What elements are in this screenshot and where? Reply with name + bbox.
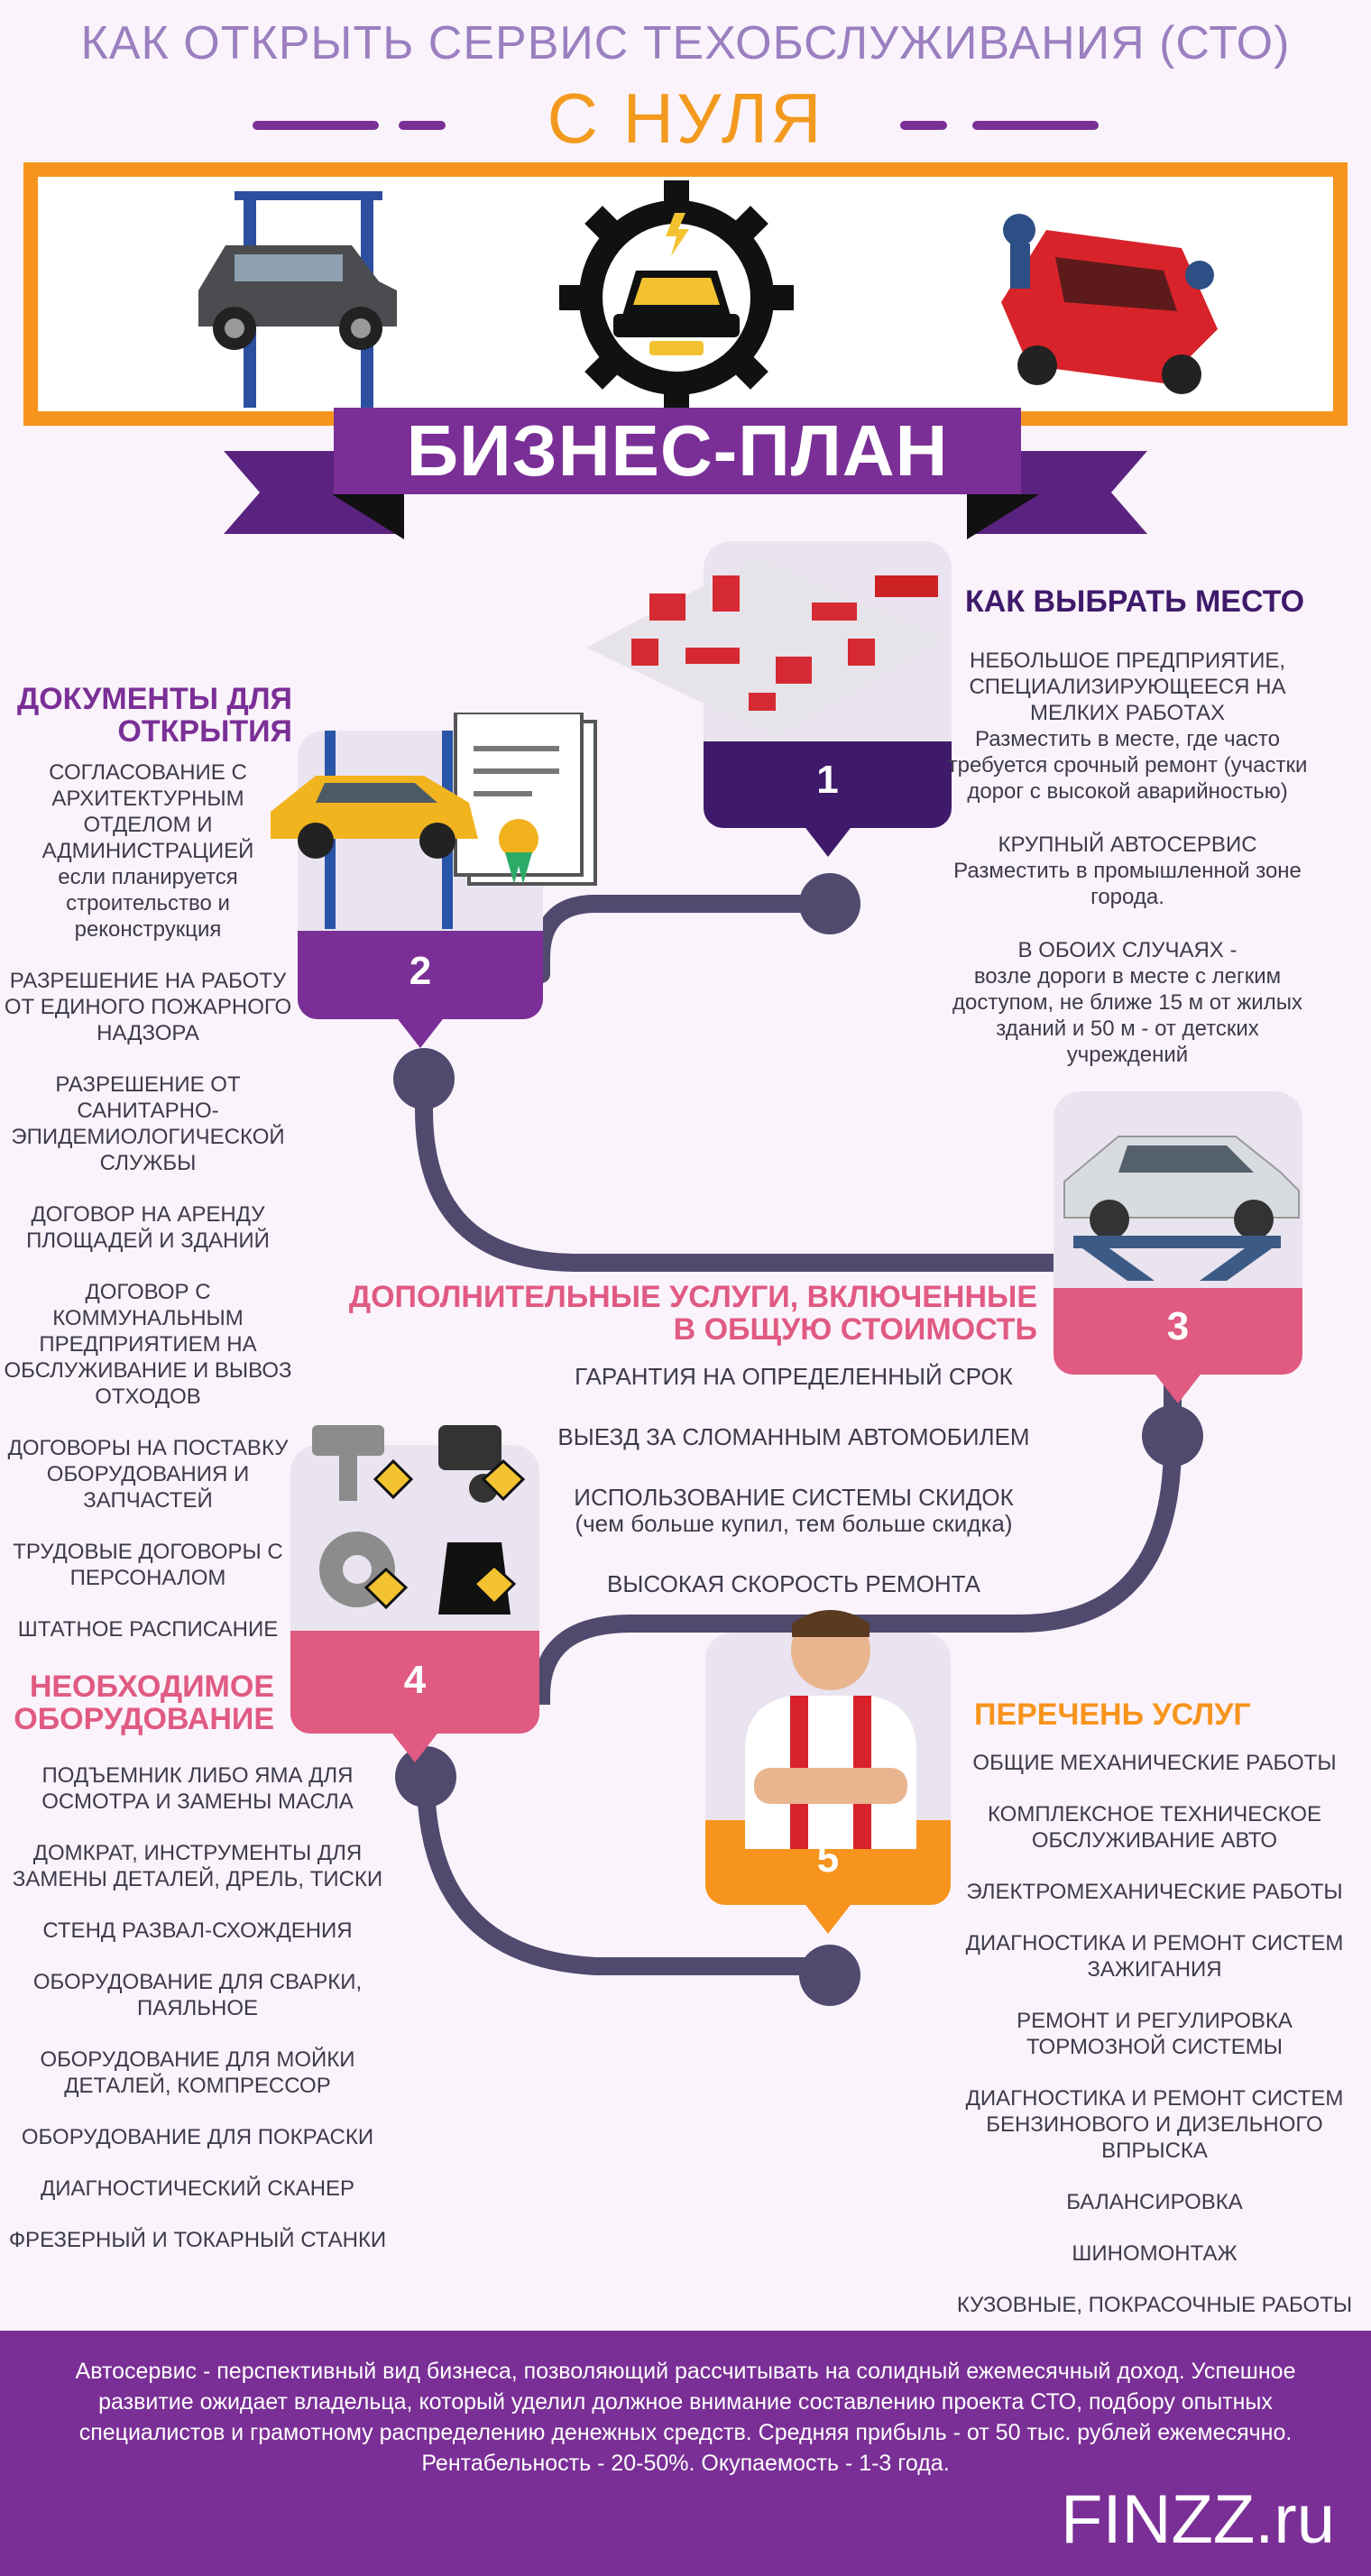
step3-text: ГАРАНТИЯ НА ОПРЕДЕЛЕННЫЙ СРОК ВЫЕЗД ЗА С… xyxy=(541,1364,1046,1597)
step2-item: ДОГОВОР НА АРЕНДУ ПЛОЩАДЕЙ И ЗДАНИЙ xyxy=(26,1202,270,1253)
step2-item: ТРУДОВЫЕ ДОГОВОРЫ С ПЕРСОНАЛОМ xyxy=(13,1540,283,1590)
car-lift-image xyxy=(198,191,397,408)
tools-icons-image xyxy=(312,1425,526,1615)
step1-item: НЕБОЛЬШОЕ ПРЕДПРИЯТИЕ, СПЕЦИАЛИЗИРУЮЩЕЕС… xyxy=(969,649,1286,725)
step3-item: ИСПОЛЬЗОВАНИЕ СИСТЕМЫ СКИДОК xyxy=(574,1484,1014,1511)
deco-line xyxy=(399,121,446,130)
title-line2: С НУЛЯ xyxy=(547,78,824,158)
step5-item: ДИАГНОСТИКА И РЕМОНТ СИСТЕМ ЗАЖИГАНИЯ xyxy=(965,1931,1344,1982)
step1-item: Разместить в месте, где часто требуется … xyxy=(947,727,1308,804)
deco-line xyxy=(900,121,947,130)
step5-title: ПЕРЕЧЕНЬ УСЛУГ xyxy=(974,1697,1251,1732)
step5-item: ЭЛЕКТРОМЕХАНИЧЕСКИЕ РАБОТЫ xyxy=(966,1880,1343,1904)
step4-item: ФРЕЗЕРНЫЙ И ТОКАРНЫЙ СТАНКИ xyxy=(8,2228,387,2252)
banner-title: БИЗНЕС-ПЛАН xyxy=(334,408,1021,494)
step4-text: ПОДЪЕМНИК ЛИБО ЯМА ДЛЯ ОСМОТРА И ЗАМЕНЫ … xyxy=(4,1762,391,2253)
step4-item: ДОМКРАТ, ИНСТРУМЕНТЫ ДЛЯ ЗАМЕНЫ ДЕТАЛЕЙ,… xyxy=(12,1841,383,1891)
step1-text: НЕБОЛЬШОЕ ПРЕДПРИЯТИЕ, СПЕЦИАЛИЗИРУЮЩЕЕС… xyxy=(947,648,1308,1068)
step1-number: 1 xyxy=(816,758,839,802)
step2-text: СОГЛАСОВАНИЕ С АРХИТЕКТУРНЫМ ОТДЕЛОМ И А… xyxy=(4,759,292,1642)
silver-car-image xyxy=(1063,1136,1300,1281)
crash-car-image xyxy=(1001,214,1218,394)
step2-item: СОГЛАСОВАНИЕ С АРХИТЕКТУРНЫМ ОТДЕЛОМ И А… xyxy=(41,760,254,863)
step1-item: В ОБОИХ СЛУЧАЯХ - xyxy=(1017,938,1238,962)
step3-title: ДОПОЛНИТЕЛЬНЫЕ УСЛУГИ, ВКЛЮЧЕННЫЕ В ОБЩУ… xyxy=(348,1280,1037,1347)
step1-item: возле дороги в месте с легким доступом, … xyxy=(952,964,1302,1067)
step4-number: 4 xyxy=(403,1658,427,1702)
step2-item: ДОГОВОРЫ НА ПОСТАВКУ ОБОРУДОВАНИЯ И ЗАПЧ… xyxy=(7,1436,289,1513)
deco-line xyxy=(972,121,1099,130)
step1-item: Разместить в промышленной зоне города. xyxy=(953,859,1302,909)
car-lift-documents-image xyxy=(271,713,597,929)
step4-title: НЕОБХОДИМОЕ ОБОРУДОВАНИЕ xyxy=(14,1670,274,1736)
step1-item: КРУПНЫЙ АВТОСЕРВИС xyxy=(998,833,1257,857)
step5-text: ОБЩИЕ МЕХАНИЧЕСКИЕ РАБОТЫ КОМПЛЕКСНОЕ ТЕ… xyxy=(956,1750,1353,2318)
step5-item: РЕМОНТ И РЕГУЛИРОВКА ТОРМОЗНОЙ СИСТЕМЫ xyxy=(1017,2009,1293,2059)
step4-item: ДИАГНОСТИЧЕСКИЙ СКАНЕР xyxy=(40,2176,355,2201)
step3-item: ВЫЕЗД ЗА СЛОМАННЫМ АВТОМОБИЛЕМ xyxy=(557,1423,1030,1450)
step2-item: если планируется строительство и реконст… xyxy=(58,865,238,942)
step5-item: ДИАГНОСТИКА И РЕМОНТ СИСТЕМ БЕНЗИНОВОГО … xyxy=(965,2086,1344,2163)
service-station-image xyxy=(586,557,947,738)
step2-number: 2 xyxy=(409,949,432,993)
car-gear-icon xyxy=(559,180,794,415)
step2-item: РАЗРЕШЕНИЕ НА РАБОТУ ОТ ЕДИНОГО ПОЖАРНОГ… xyxy=(4,969,292,1045)
brand-logo: FINZZ.ru xyxy=(1061,2481,1335,2558)
step3-item: ВЫСОКАЯ СКОРОСТЬ РЕМОНТА xyxy=(607,1570,980,1597)
step4-item: ОБОРУДОВАНИЕ ДЛЯ СВАРКИ, ПАЯЛЬНОЕ xyxy=(32,1970,363,2020)
step3-item: ГАРАНТИЯ НА ОПРЕДЕЛЕННЫЙ СРОК xyxy=(575,1363,1013,1390)
step3-item: (чем больше купил, тем больше скидка) xyxy=(575,1510,1013,1537)
step5-item: ШИНОМОНТАЖ xyxy=(1072,2241,1238,2266)
step5-item: ОБЩИЕ МЕХАНИЧЕСКИЕ РАБОТЫ xyxy=(972,1751,1337,1775)
step4-item: ОБОРУДОВАНИЕ ДЛЯ ПОКРАСКИ xyxy=(21,2125,374,2149)
title-line1: КАК ОТКРЫТЬ СЕРВИС ТЕХОБСЛУЖИВАНИЯ (СТО) xyxy=(80,17,1291,69)
step2-item: ШТАТНОЕ РАСПИСАНИЕ xyxy=(17,1617,279,1642)
step1-title: КАК ВЫБРАТЬ МЕСТО xyxy=(965,584,1305,619)
step2-item: РАЗРЕШЕНИЕ ОТ САНИТАРНО-ЭПИДЕМИОЛОГИЧЕСК… xyxy=(11,1072,285,1175)
step4-item: ОБОРУДОВАНИЕ ДЛЯ МОЙКИ ДЕТАЛЕЙ, КОМПРЕСС… xyxy=(40,2047,355,2098)
footer xyxy=(0,2331,1371,2576)
deco-line xyxy=(253,121,379,130)
step5-item: КУЗОВНЫЕ, ПОКРАСОЧНЫЕ РАБОТЫ xyxy=(956,2293,1353,2317)
step2-item: ДОГОВОР С КОММУНАЛЬНЫМ ПРЕДПРИЯТИЕМ НА О… xyxy=(4,1280,292,1409)
step4-item: СТЕНД РАЗВАЛ-СХОЖДЕНИЯ xyxy=(42,1918,353,1943)
step3-number: 3 xyxy=(1166,1304,1190,1348)
step5-item: БАЛАНСИРОВКА xyxy=(1066,2190,1243,2214)
step5-item: КОМПЛЕКСНОЕ ТЕХНИЧЕСКОЕ ОБСЛУЖИВАНИЕ АВТ… xyxy=(987,1802,1322,1853)
step2-title: ДОКУМЕНТЫ ДЛЯ ОТКРЫТИЯ xyxy=(17,682,292,749)
step4-item: ПОДЪЕМНИК ЛИБО ЯМА ДЛЯ ОСМОТРА И ЗАМЕНЫ … xyxy=(41,1763,354,1814)
footer-text: Автосервис - перспективный вид бизнеса, … xyxy=(75,2359,1296,2476)
mechanic-image xyxy=(745,1610,916,1849)
